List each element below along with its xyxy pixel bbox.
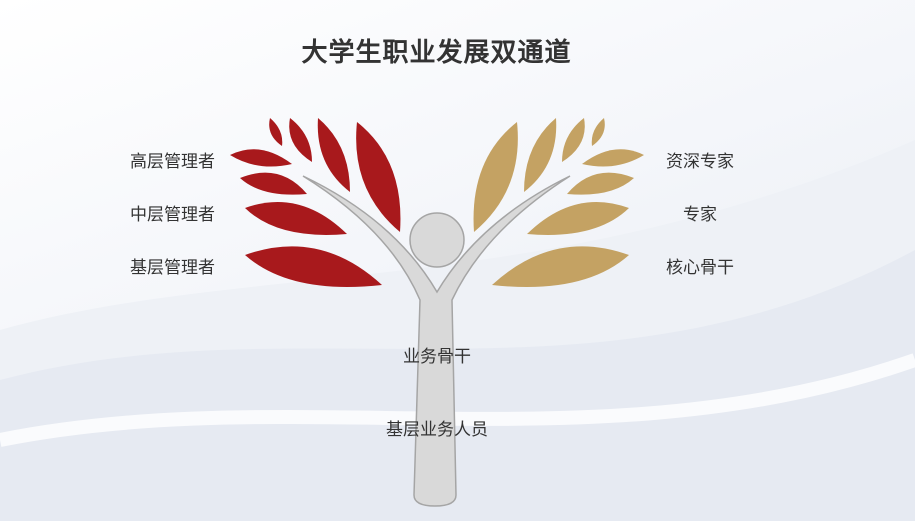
person-figure	[302, 175, 571, 507]
label-entry-staff: 基层业务人员	[386, 420, 488, 440]
label-business-backbone: 业务骨干	[403, 347, 471, 367]
label-senior-expert: 资深专家	[666, 152, 734, 172]
management-leaves	[230, 118, 401, 287]
label-senior-manager: 高层管理者	[130, 152, 215, 172]
label-middle-manager: 中层管理者	[130, 205, 215, 225]
page-title: 大学生职业发展双通道	[301, 38, 572, 68]
label-junior-manager: 基层管理者	[130, 258, 215, 278]
label-core-backbone: 核心骨干	[666, 258, 734, 278]
expert-leaves	[473, 118, 644, 287]
label-expert: 专家	[683, 205, 717, 225]
